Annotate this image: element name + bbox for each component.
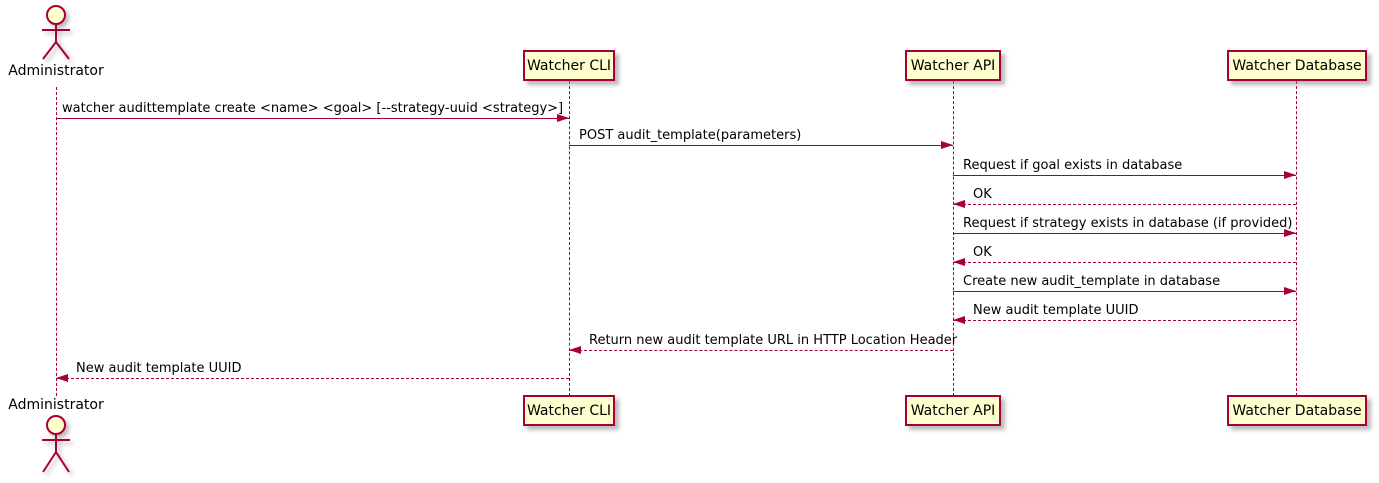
message-label: New audit template UUID — [973, 303, 1139, 318]
message-request-strategy-exists: Request if strategy exists in database (… — [953, 216, 1296, 237]
message-new-audit-template-uuid-db: New audit template UUID — [953, 303, 1296, 324]
message-label: New audit template UUID — [76, 361, 242, 376]
arrow-left-icon — [569, 346, 581, 354]
arrow-left-icon — [56, 374, 68, 382]
message-label: OK — [973, 245, 992, 260]
participant-watcher-cli-top: Watcher CLI — [523, 50, 615, 81]
participant-label: Watcher Database — [1232, 57, 1362, 74]
participant-label: Watcher CLI — [526, 57, 612, 74]
participant-watcher-api-top: Watcher API — [905, 50, 1001, 81]
lifeline-watcher-database — [1296, 81, 1297, 396]
participant-label: Watcher Database — [1232, 402, 1362, 419]
lifeline-watcher-api — [953, 81, 954, 396]
message-ok-goal: OK — [953, 187, 1296, 208]
actor-label: Administrator — [8, 397, 104, 413]
message-line — [953, 316, 1296, 324]
participant-label: Watcher CLI — [526, 402, 612, 419]
participant-watcher-database-top: Watcher Database — [1227, 50, 1367, 81]
message-label: OK — [973, 187, 992, 202]
actor-icon — [42, 5, 70, 60]
message-line — [56, 374, 569, 382]
message-new-audit-template-uuid-admin: New audit template UUID — [56, 361, 569, 382]
arrow-right-icon — [1284, 287, 1296, 295]
message-ok-strategy: OK — [953, 245, 1296, 266]
message-label: POST audit_template(parameters) — [579, 128, 802, 143]
message-line — [569, 141, 953, 149]
message-create-new-audit-template: Create new audit_template in database — [953, 274, 1296, 295]
message-line — [56, 114, 569, 122]
message-return-url-location-header: Return new audit template URL in HTTP Lo… — [569, 333, 958, 354]
message-line — [953, 229, 1296, 237]
message-request-goal-exists: Request if goal exists in database — [953, 158, 1296, 179]
message-label: watcher audittemplate create <name> <goa… — [62, 101, 564, 116]
message-label: Return new audit template URL in HTTP Lo… — [589, 333, 958, 348]
arrow-right-icon — [1284, 229, 1296, 237]
arrow-left-icon — [953, 258, 965, 266]
actor-administrator-top: Administrator — [0, 4, 112, 80]
message-line — [953, 200, 1296, 208]
message-line — [569, 346, 953, 354]
arrow-right-icon — [1284, 171, 1296, 179]
participant-label: Watcher API — [910, 402, 996, 419]
message-line — [953, 287, 1296, 295]
lifeline-watcher-cli — [569, 81, 570, 396]
participant-watcher-api-bottom: Watcher API — [905, 395, 1001, 426]
arrow-right-icon — [557, 114, 569, 122]
arrow-left-icon — [953, 316, 965, 324]
message-label: Request if strategy exists in database (… — [963, 216, 1293, 231]
lifeline-administrator — [56, 87, 57, 396]
message-line — [953, 258, 1296, 266]
participant-watcher-database-bottom: Watcher Database — [1227, 395, 1367, 426]
actor-administrator-bottom: Administrator — [0, 396, 112, 476]
arrow-left-icon — [953, 200, 965, 208]
message-post-audit-template: POST audit_template(parameters) — [569, 128, 953, 149]
actor-icon — [42, 415, 70, 473]
participant-label: Watcher API — [910, 57, 996, 74]
message-line — [953, 171, 1296, 179]
participant-watcher-cli-bottom: Watcher CLI — [523, 395, 615, 426]
actor-label: Administrator — [8, 63, 104, 79]
arrow-right-icon — [941, 141, 953, 149]
message-label: Request if goal exists in database — [963, 158, 1183, 173]
message-label: Create new audit_template in database — [963, 274, 1221, 289]
message-create-audittemplate: watcher audittemplate create <name> <goa… — [56, 101, 569, 122]
